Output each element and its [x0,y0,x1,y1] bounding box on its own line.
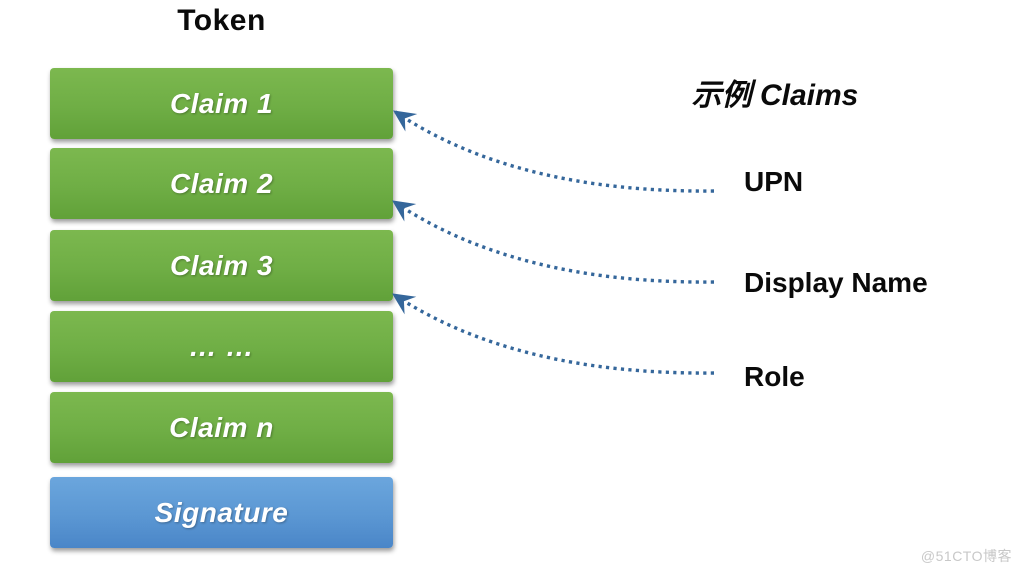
token-box-claim-2: Claim 2 [50,148,393,219]
token-box-claim-1: Claim 1 [50,68,393,139]
claim-label-role: Role [744,361,805,392]
connector-arrow-display-name-to-claim-2 [392,199,715,284]
connector-arrow-upn-to-claim-1 [393,109,715,193]
watermark: @51CTO博客 [920,548,1012,564]
example-claims-heading: 示例 Claims [691,79,859,112]
token-box-claim-1-label: Claim 1 [169,87,274,119]
token-box-claim-n: Claim n [50,392,393,463]
connector-arrow-role-to-claim-3 [392,292,715,375]
token-box-claim-3-label: Claim 3 [169,249,274,281]
token-box-ellipsis: … … [50,311,393,382]
token-box-ellipsis-label: … … [188,330,255,362]
claim-label-upn: UPN [744,166,804,197]
token-box-claim-3: Claim 3 [50,230,393,301]
token-box-signature: Signature [50,477,393,548]
token-box-signature-label: Signature [154,496,289,528]
claim-label-display-name: Display Name [744,267,928,298]
token-box-claim-n-label: Claim n [169,411,274,443]
token-box-claim-2-label: Claim 2 [169,167,274,199]
token-title: Token [177,4,266,37]
